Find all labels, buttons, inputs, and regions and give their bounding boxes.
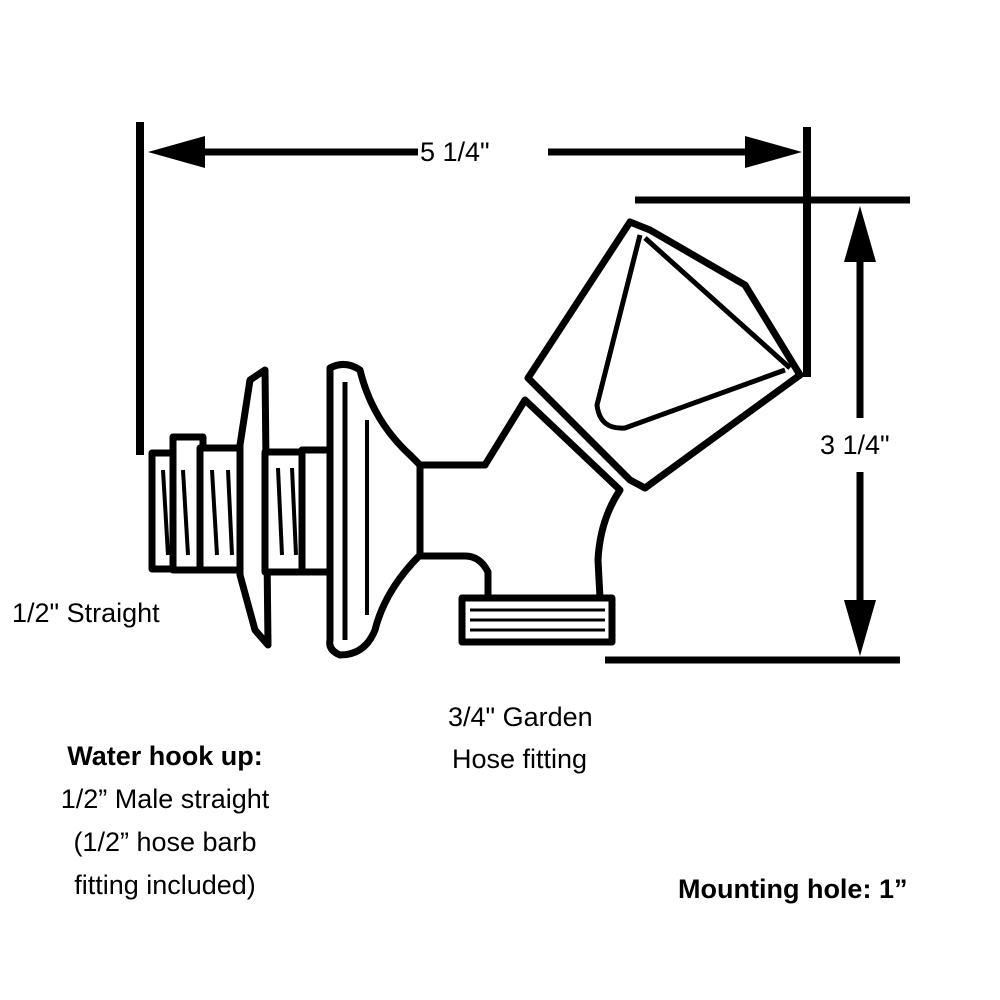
mounting-flange: [326, 361, 424, 659]
outlet-label-line2: Hose fitting: [452, 744, 588, 774]
hookup-line1: 1/2” Male straight: [60, 784, 270, 814]
arrowhead-down: [844, 600, 876, 656]
washer-flange: [236, 366, 272, 649]
hookup-title: Water hook up:: [67, 741, 263, 771]
height-dimension-label: 3 1/4": [820, 430, 890, 460]
nipple-thread-lines: [276, 467, 298, 556]
hookup-line3: fitting included): [74, 870, 256, 900]
mounting-hole-label: Mounting hole: 1”: [678, 874, 908, 904]
thread-lines: [161, 469, 234, 556]
valve-body: [416, 396, 624, 602]
outlet-label-line1: 3/4" Garden: [448, 702, 593, 732]
hookup-line2: (1/2” hose barb: [73, 827, 257, 857]
arrowhead-right: [745, 136, 802, 168]
width-dimension-label: 5 1/4": [420, 137, 490, 167]
handle-facet: [594, 234, 792, 431]
arrowhead-left: [148, 136, 205, 168]
dimension-lines: [136, 122, 910, 664]
faucet-illustration: [148, 218, 804, 659]
hose-thread-lines: [470, 608, 605, 632]
arrowhead-up: [844, 206, 876, 262]
inlet-label: 1/2" Straight: [12, 598, 160, 628]
nut-body: [196, 444, 244, 574]
